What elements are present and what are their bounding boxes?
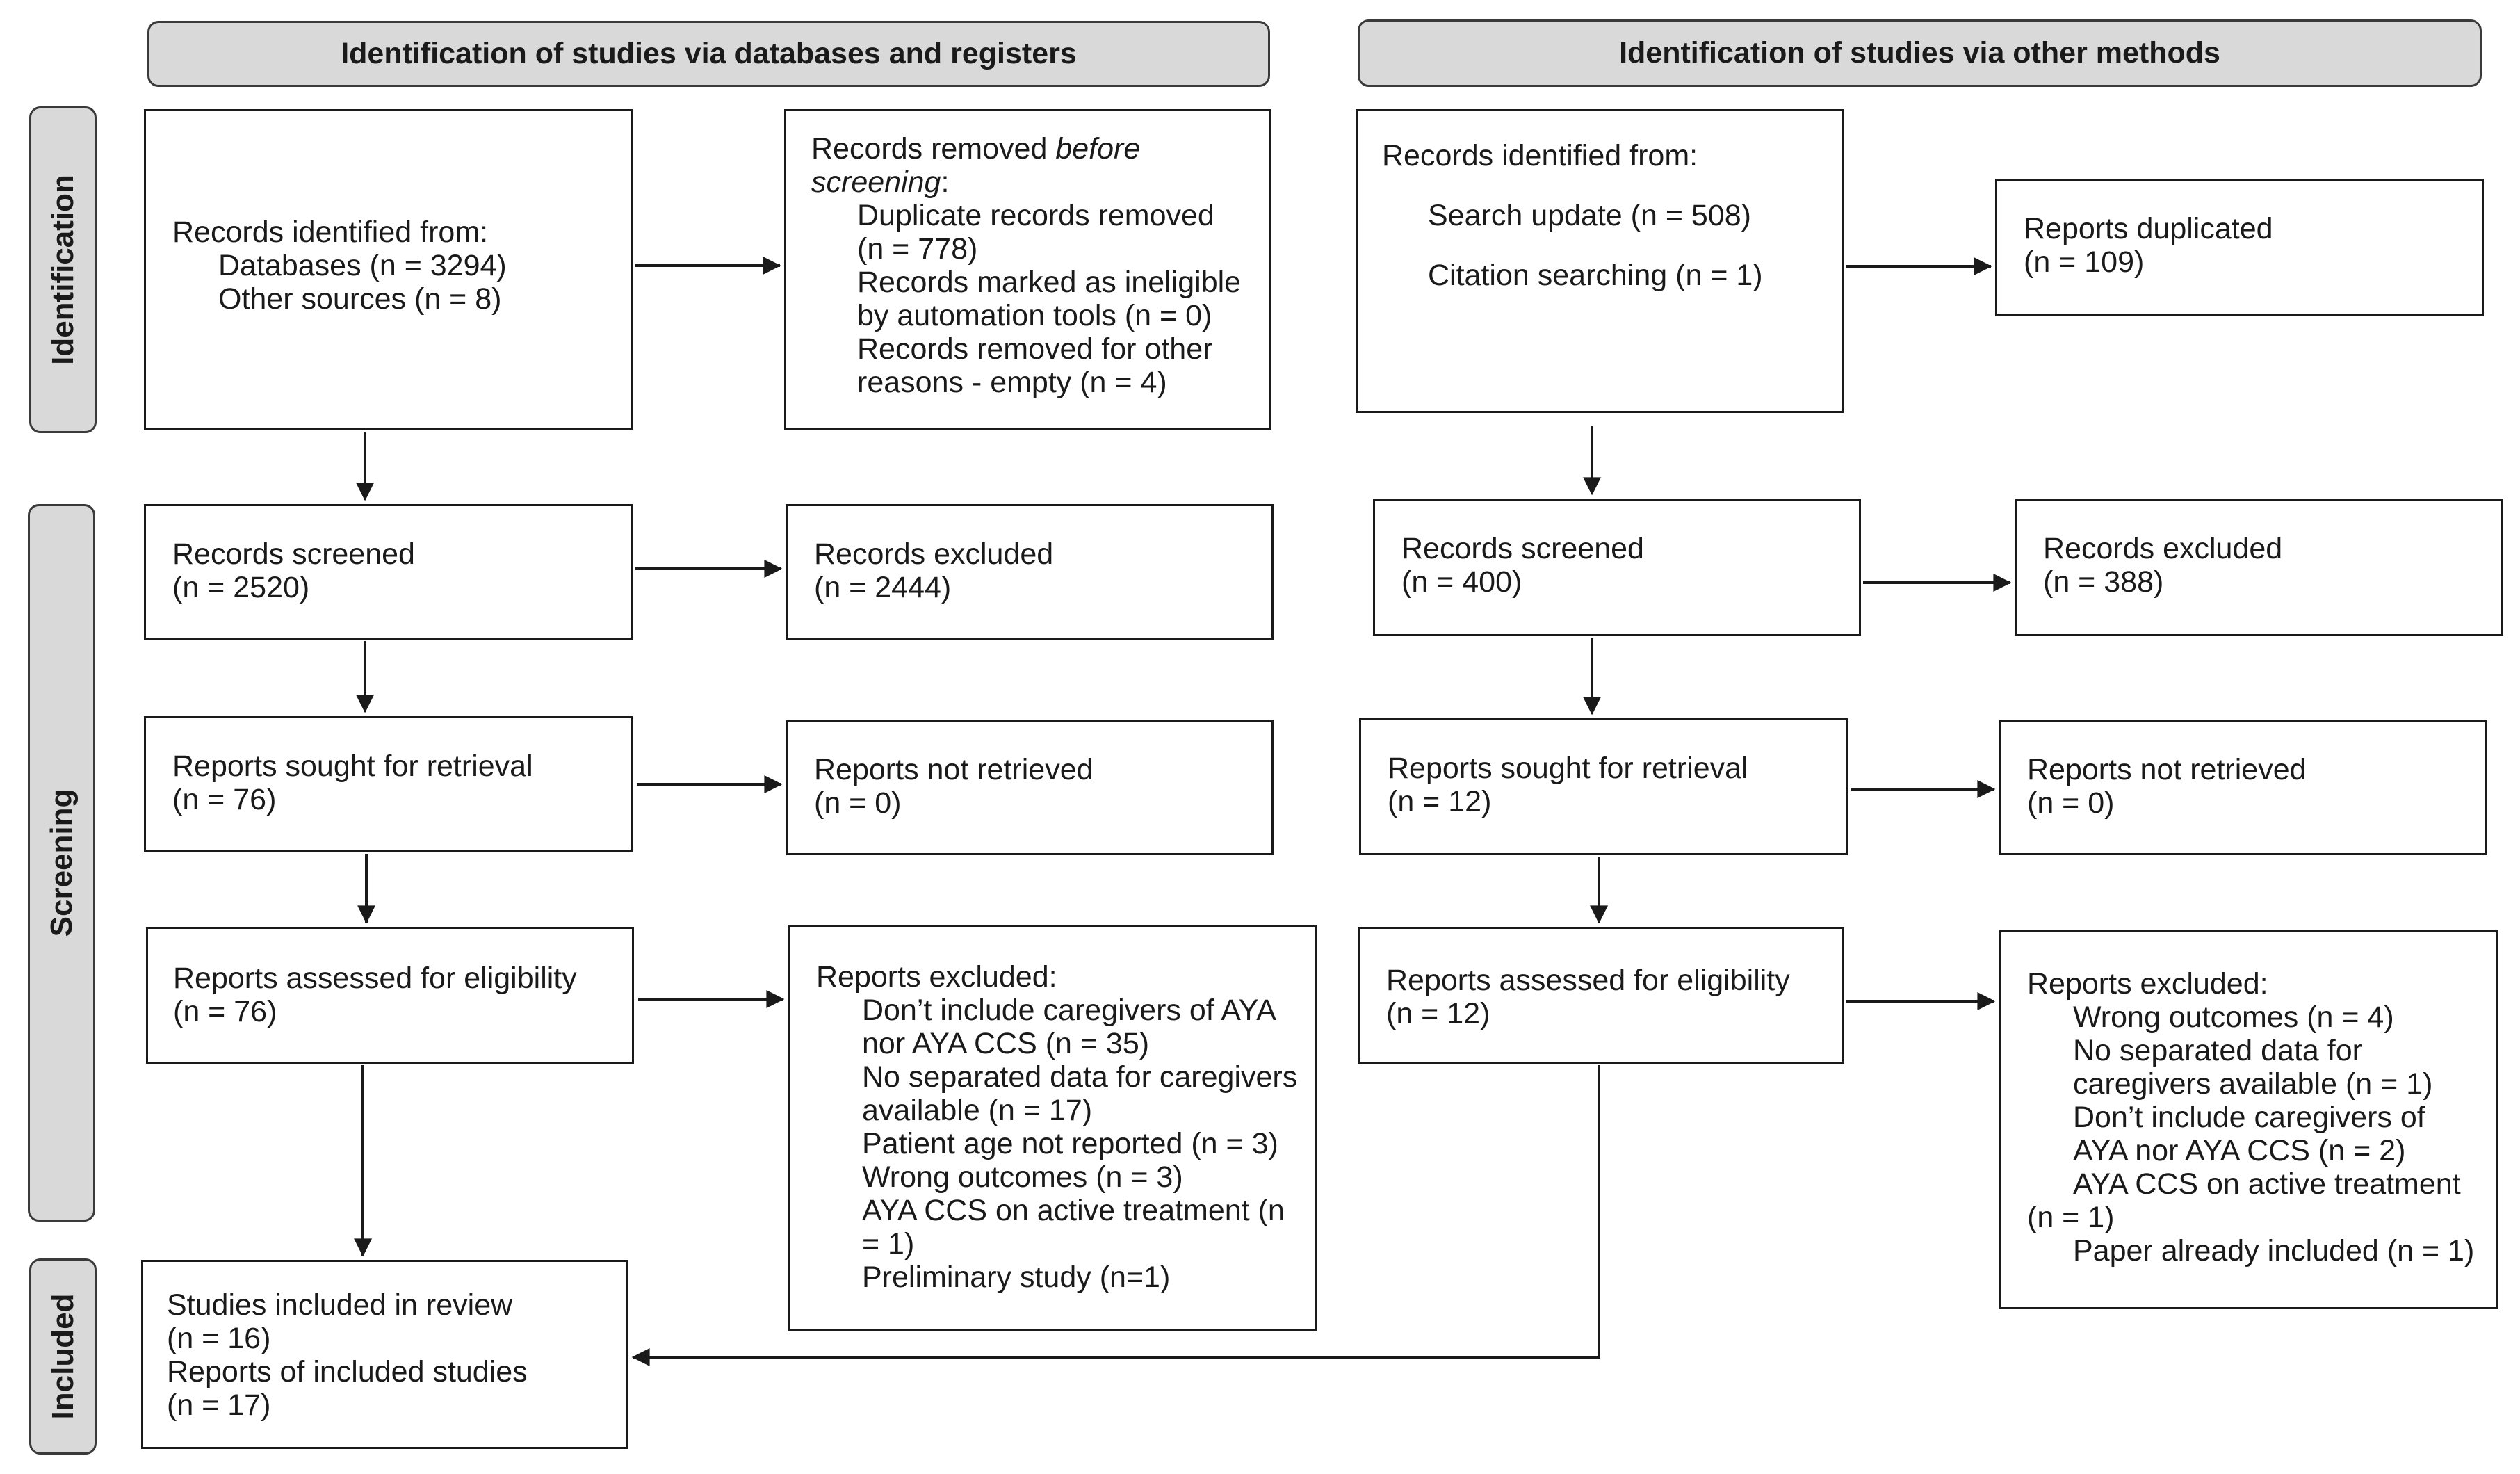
reports-not-retrieved-title: Reports not retrieved — [814, 753, 1094, 786]
records-identified-title: Records identified from: — [172, 216, 489, 249]
other-reports-sought-box: Reports sought for retrieval (n = 12) — [1359, 718, 1848, 855]
other-reports-excluded-box: Reports excluded: Wrong outcomes (n = 4)… — [1999, 930, 2498, 1309]
records-databases-count: Databases (n = 3294) — [218, 249, 507, 282]
other-reports-excluded-title: Reports excluded: — [2027, 967, 2268, 1001]
reports-assessed-title: Reports assessed for eligibility — [173, 962, 577, 995]
header-other-methods: Identification of studies via other meth… — [1358, 19, 2482, 87]
exclusion-reason: available (n = 17) — [862, 1094, 1093, 1127]
reports-sought-count: (n = 76) — [172, 783, 277, 816]
reports-included-title: Reports of included studies — [167, 1355, 528, 1388]
citation-searching-count: Citation searching (n = 1) — [1428, 259, 1763, 292]
studies-included-count: (n = 16) — [167, 1322, 271, 1355]
other-exclusion-reason: AYA nor AYA CCS (n = 2) — [2073, 1134, 2406, 1167]
search-update-count: Search update (n = 508) — [1428, 199, 1751, 232]
reports-duplicated-title: Reports duplicated — [2024, 212, 2273, 245]
records-screened-count: (n = 2520) — [172, 571, 310, 604]
other-exclusion-reason: Wrong outcomes (n = 4) — [2073, 1001, 2394, 1034]
other-records-excluded-title: Records excluded — [2043, 532, 2283, 565]
phase-included: Included — [29, 1258, 97, 1455]
other-reasons-count: reasons - empty (n = 4) — [857, 366, 1167, 399]
other-reports-not-retrieved-title: Reports not retrieved — [2027, 753, 2307, 786]
records-identified-box: Records identified from: Databases (n = … — [144, 109, 633, 430]
exclusion-reason: nor AYA CCS (n = 35) — [862, 1027, 1150, 1060]
records-removed-box: Records removed before screening: Duplic… — [784, 109, 1271, 430]
reports-sought-title: Reports sought for retrieval — [172, 750, 533, 783]
other-records-screened-title: Records screened — [1401, 532, 1644, 565]
other-exclusion-reason: caregivers available (n = 1) — [2073, 1067, 2433, 1101]
reports-assessed-count: (n = 76) — [173, 995, 277, 1028]
studies-included-box: Studies included in review (n = 16) Repo… — [141, 1260, 628, 1449]
records-excluded-box: Records excluded (n = 2444) — [786, 504, 1274, 640]
other-reports-not-retrieved-count: (n = 0) — [2027, 786, 2115, 820]
phase-screening: Screening — [28, 504, 95, 1222]
other-reports-assessed-count: (n = 12) — [1386, 997, 1490, 1030]
exclusion-reason: Preliminary study (n=1) — [862, 1261, 1171, 1294]
other-exclusion-reason: Paper already included (n = 1) — [2073, 1234, 2475, 1268]
studies-included-title: Studies included in review — [167, 1288, 513, 1322]
reports-included-count: (n = 17) — [167, 1388, 271, 1422]
exclusion-reason: Wrong outcomes (n = 3) — [862, 1160, 1183, 1194]
reports-excluded-box: Reports excluded: Don’t include caregive… — [788, 925, 1317, 1331]
records-excluded-count: (n = 2444) — [814, 571, 952, 604]
reports-duplicated-count: (n = 109) — [2024, 245, 2145, 279]
reports-sought-box: Reports sought for retrieval (n = 76) — [144, 716, 633, 852]
records-excluded-title: Records excluded — [814, 537, 1054, 571]
header-databases-registers: Identification of studies via databases … — [147, 21, 1270, 87]
reports-assessed-box: Reports assessed for eligibility (n = 76… — [146, 927, 634, 1064]
automation-ineligible-label: Records marked as ineligible — [857, 266, 1242, 299]
records-other-sources-count: Other sources (n = 8) — [218, 282, 502, 316]
other-reasons-label: Records removed for other — [857, 332, 1213, 366]
duplicates-removed-count: (n = 778) — [857, 232, 978, 266]
arrow-other-assessed-to-included — [631, 1065, 1600, 1367]
records-removed-title-2: screening: — [811, 165, 950, 199]
other-reports-assessed-title: Reports assessed for eligibility — [1386, 964, 1790, 997]
other-exclusion-reason: Don’t include caregivers of — [2073, 1101, 2425, 1134]
reports-not-retrieved-box: Reports not retrieved (n = 0) — [786, 720, 1274, 855]
other-reports-assessed-box: Reports assessed for eligibility (n = 12… — [1358, 927, 1844, 1064]
phase-identification: Identification — [29, 106, 97, 433]
exclusion-reason: AYA CCS on active treatment (n — [862, 1194, 1285, 1227]
exclusion-reason: Don’t include caregivers of AYA — [862, 994, 1276, 1027]
other-records-screened-count: (n = 400) — [1401, 565, 1522, 599]
other-reports-sought-count: (n = 12) — [1388, 785, 1492, 818]
other-records-excluded-count: (n = 388) — [2043, 565, 2164, 599]
other-records-identified-title: Records identified from: — [1382, 139, 1698, 172]
other-reports-not-retrieved-box: Reports not retrieved (n = 0) — [1999, 720, 2487, 855]
header-databases-label: Identification of studies via databases … — [341, 37, 1077, 70]
records-screened-box: Records screened (n = 2520) — [144, 504, 633, 640]
other-exclusion-reason: AYA CCS on active treatment — [2073, 1167, 2461, 1201]
automation-ineligible-count: by automation tools (n = 0) — [857, 299, 1212, 332]
other-reports-sought-title: Reports sought for retrieval — [1388, 752, 1748, 785]
exclusion-reason: No separated data for caregivers — [862, 1060, 1298, 1094]
exclusion-reason: = 1) — [862, 1227, 915, 1261]
exclusion-reason: Patient age not reported (n = 3) — [862, 1127, 1278, 1160]
other-exclusion-reason: (n = 1) — [2027, 1201, 2115, 1234]
duplicates-removed-label: Duplicate records removed — [857, 199, 1214, 232]
other-records-screened-box: Records screened (n = 400) — [1373, 499, 1861, 636]
header-other-label: Identification of studies via other meth… — [1619, 36, 2220, 70]
other-records-identified-box: Records identified from: Search update (… — [1356, 109, 1844, 413]
reports-not-retrieved-count: (n = 0) — [814, 786, 902, 820]
records-removed-title: Records removed before — [811, 132, 1141, 165]
reports-duplicated-box: Reports duplicated (n = 109) — [1995, 179, 2484, 316]
other-records-excluded-box: Records excluded (n = 388) — [2015, 499, 2503, 636]
reports-excluded-title: Reports excluded: — [816, 960, 1057, 994]
other-exclusion-reason: No separated data for — [2073, 1034, 2362, 1067]
records-screened-title: Records screened — [172, 537, 415, 571]
